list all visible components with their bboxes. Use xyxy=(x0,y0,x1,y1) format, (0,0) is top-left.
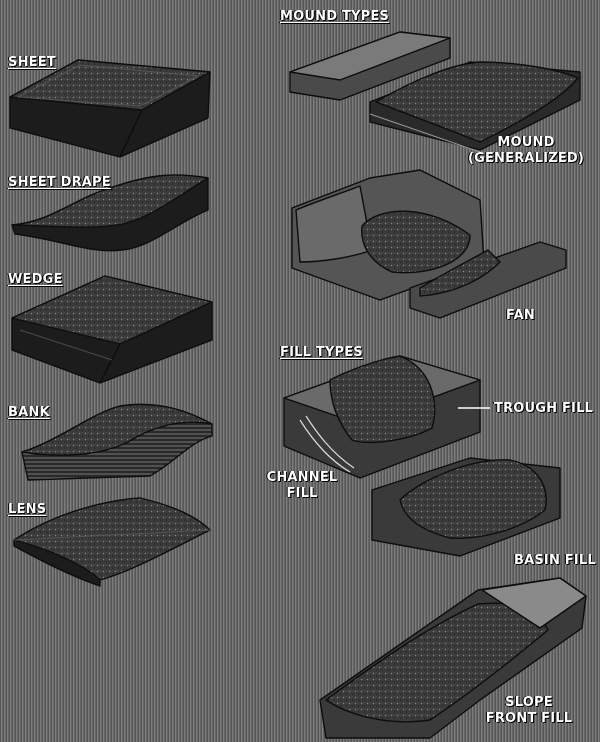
slope-front-fill-block xyxy=(319,577,587,739)
sheet-drape-block xyxy=(11,174,209,252)
sheet-block xyxy=(9,59,211,158)
label-mound: MOUND xyxy=(497,135,555,150)
fan-block xyxy=(291,169,567,319)
label-mound-types: MOUND TYPES xyxy=(280,9,389,24)
basin-fill-block xyxy=(371,457,561,557)
lens-block xyxy=(13,497,211,587)
trough-fill-block xyxy=(283,355,481,479)
label-trough-fill: TROUGH FILL xyxy=(494,401,594,416)
label-channel-fill: FILL xyxy=(286,486,318,501)
label-fan: FAN xyxy=(506,308,535,323)
label-channel: CHANNEL xyxy=(266,470,338,485)
label-bank: BANK xyxy=(8,405,50,420)
label-sheet-drape: SHEET DRAPE xyxy=(8,175,111,190)
mound-block xyxy=(289,31,581,153)
label-basin-fill: BASIN FILL xyxy=(514,553,596,568)
label-wedge: WEDGE xyxy=(8,272,63,287)
label-slope-front-fill: FRONT FILL xyxy=(485,711,573,726)
label-fill-types: FILL TYPES xyxy=(280,345,363,360)
label-lens: LENS xyxy=(8,502,47,517)
label-slope: SLOPE xyxy=(505,695,553,710)
label-sheet: SHEET xyxy=(8,55,56,70)
bank-block xyxy=(21,403,213,481)
wedge-block xyxy=(11,275,213,384)
label-mound-generalized: (GENERALIZED) xyxy=(467,151,585,166)
